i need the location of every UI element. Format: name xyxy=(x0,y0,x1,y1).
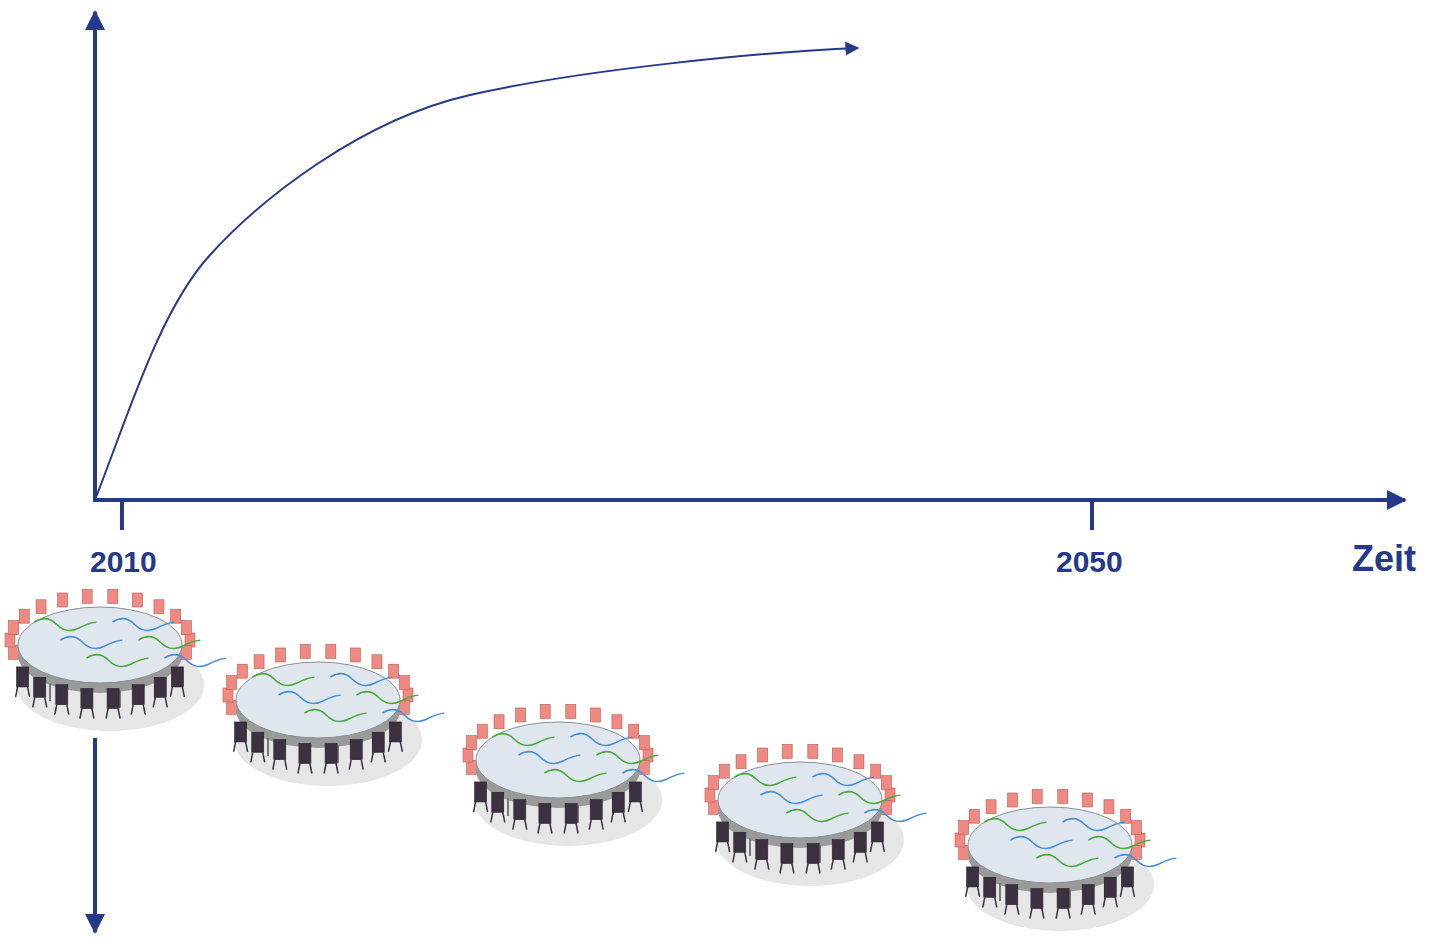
growth-curve xyxy=(95,48,858,500)
round-table xyxy=(705,744,926,886)
tick xyxy=(1090,500,1094,530)
round-table xyxy=(463,704,684,846)
round-table xyxy=(5,589,226,731)
x-axis xyxy=(93,498,1405,502)
tick-label: 2010 xyxy=(90,547,157,577)
y-axis-lower xyxy=(93,738,97,932)
round-table xyxy=(955,789,1176,931)
tick xyxy=(120,500,124,530)
axis-title: Zeit xyxy=(1352,541,1416,577)
y-axis xyxy=(93,12,97,502)
round-table xyxy=(223,644,444,786)
tick-label: 2050 xyxy=(1056,547,1123,577)
